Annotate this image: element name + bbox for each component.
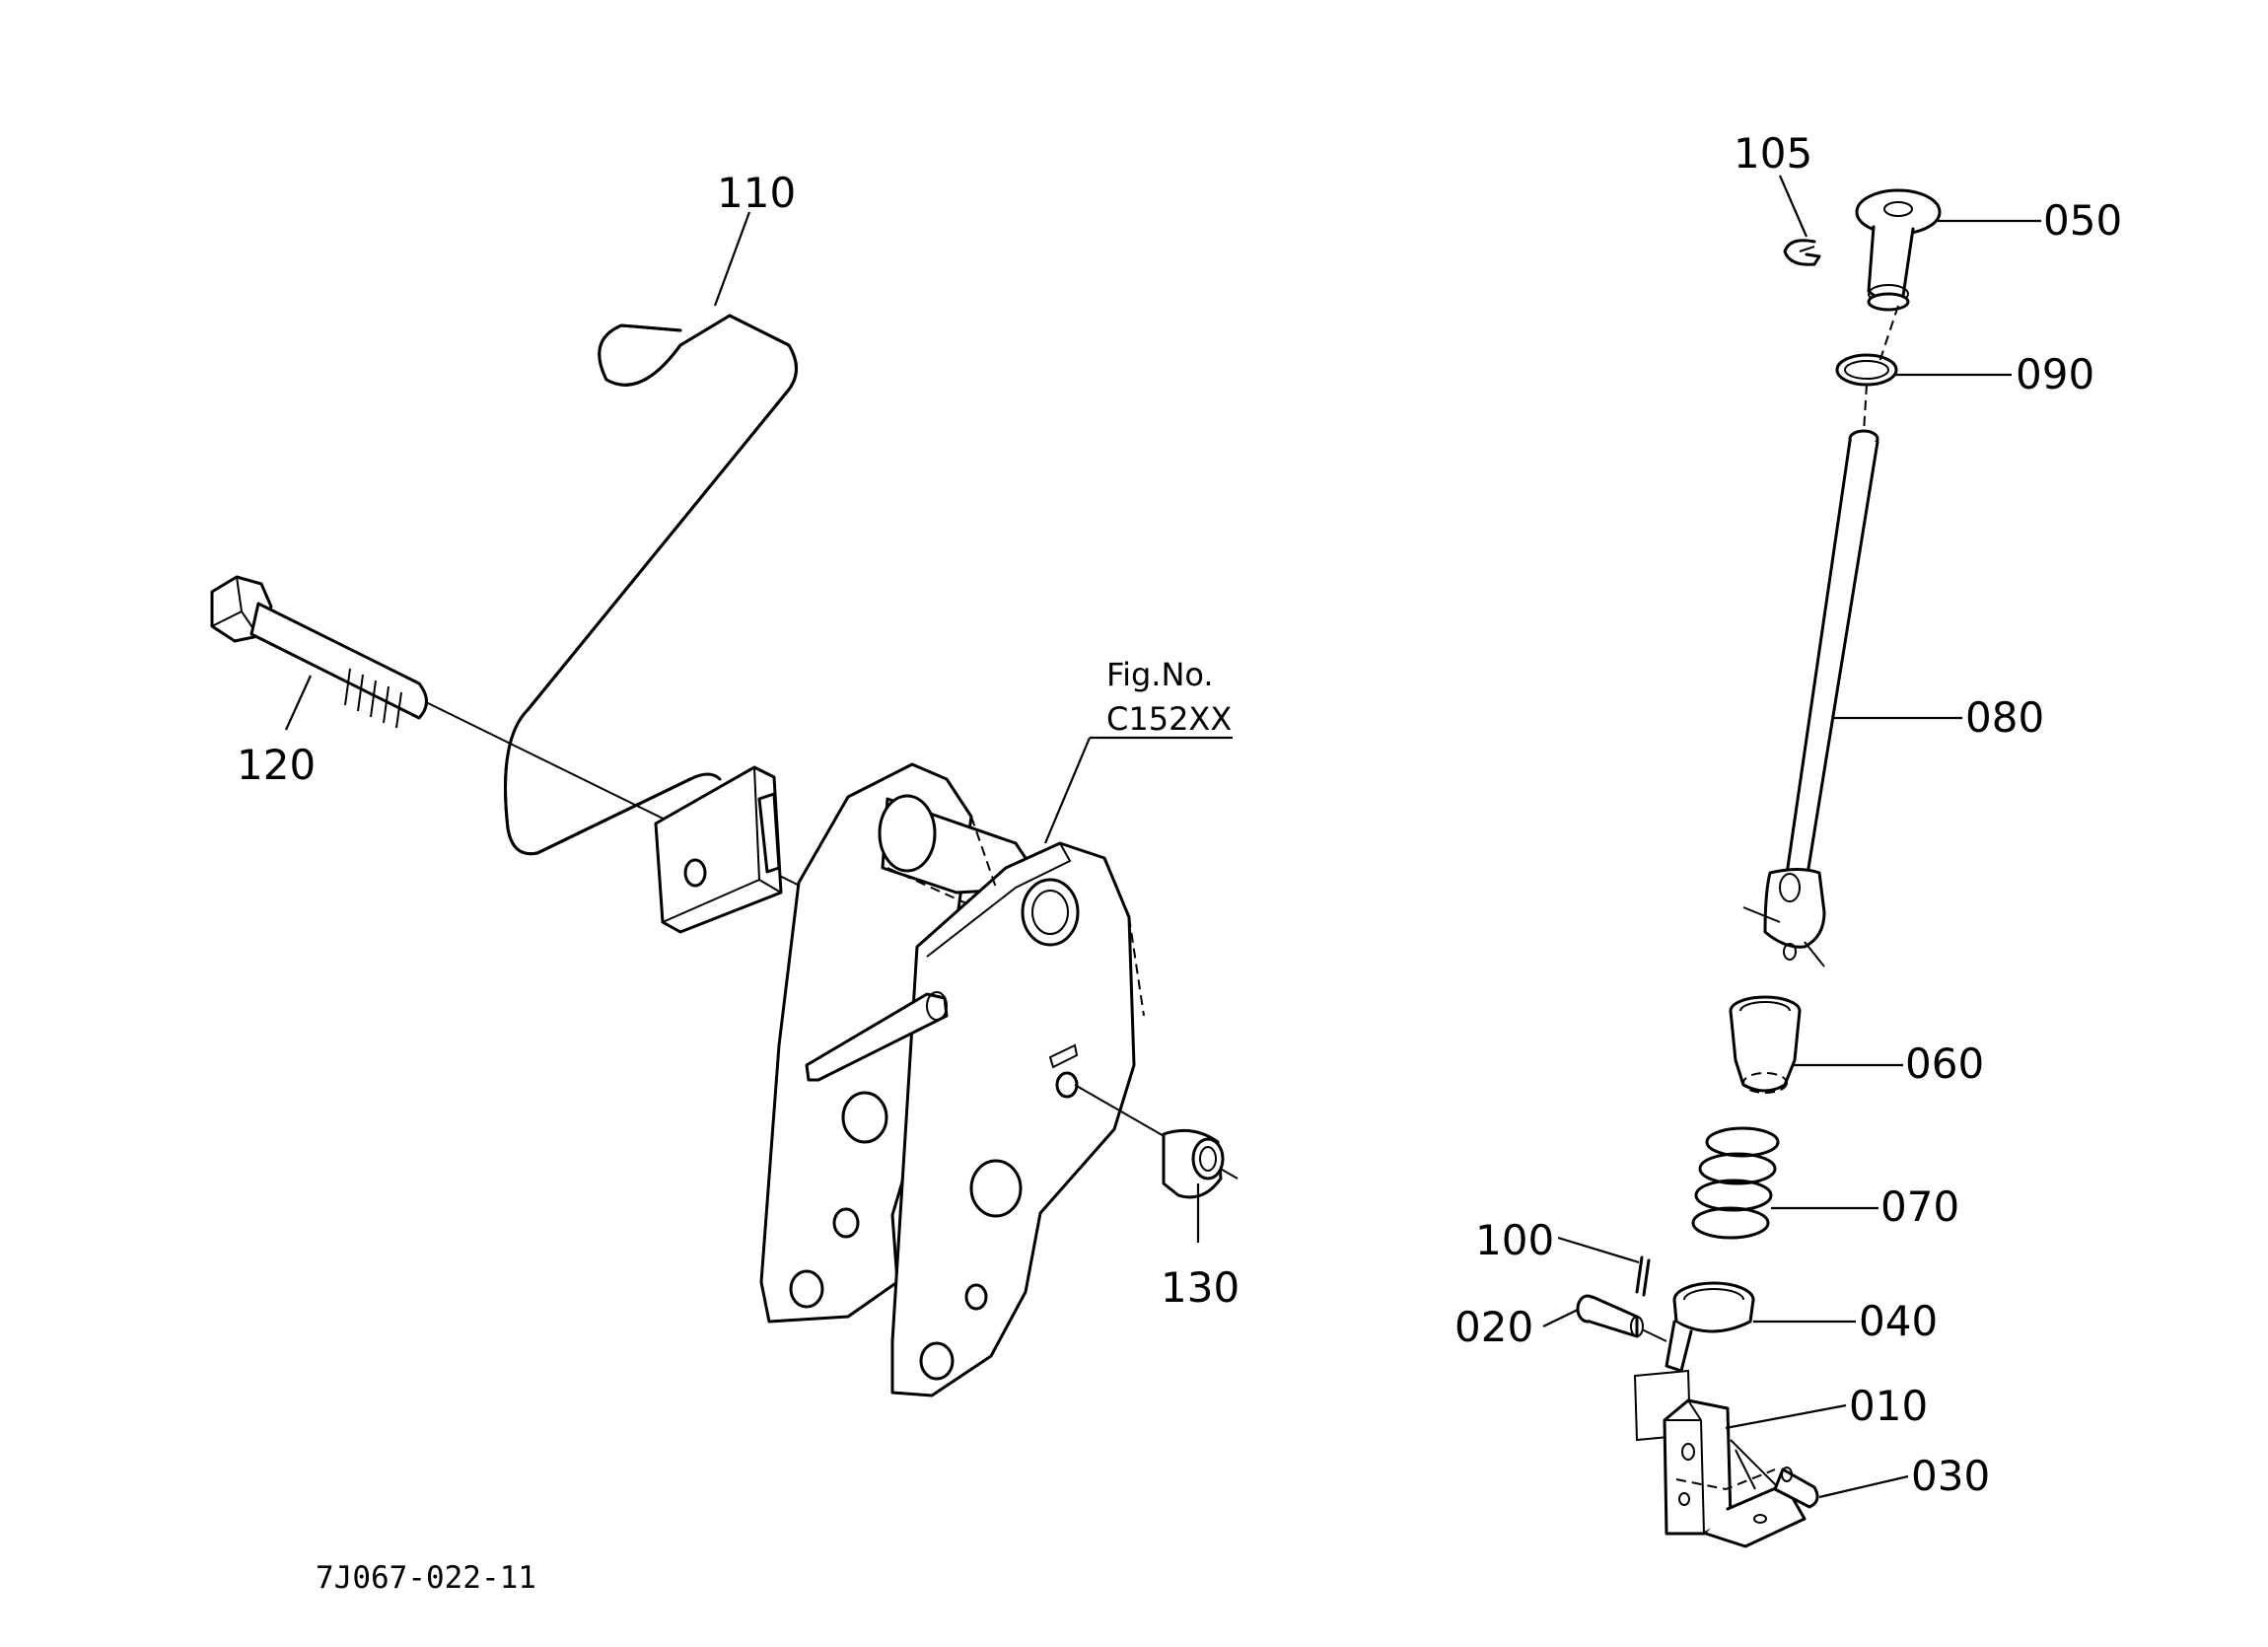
callout-040: 040 (1859, 1297, 1938, 1345)
part-040-collar (1665, 1281, 1755, 1373)
part-130-nut (1074, 1084, 1239, 1199)
part-050-pin (1855, 188, 1942, 312)
callout-120: 120 (237, 741, 316, 789)
part-105-clip (1783, 239, 1821, 266)
plate-bracket (654, 765, 783, 934)
main-bracket-frame (759, 762, 1145, 1397)
drawing-code: 7J067-022-11 (316, 1560, 536, 1596)
part-110-wire-rod (504, 314, 798, 856)
leader-lines (284, 175, 2041, 1499)
callout-105: 105 (1734, 129, 1812, 178)
callout-030: 030 (1911, 1452, 1990, 1500)
callout-090: 090 (2016, 350, 2094, 398)
callout-110: 110 (717, 169, 796, 217)
callout-130: 130 (1161, 1263, 1240, 1312)
part-020-pin (1576, 1294, 1667, 1342)
part-030-pin (1773, 1467, 1819, 1509)
part-080-rod (1742, 429, 1879, 967)
callout-020: 020 (1454, 1303, 1533, 1351)
callout-050: 050 (2043, 196, 2122, 245)
callout-060: 060 (1905, 1039, 1984, 1088)
part-070-spring (1691, 1126, 1780, 1240)
callout-100: 100 (1475, 1216, 1554, 1264)
part-060-bushing (1729, 995, 1802, 1094)
callout-080: 080 (1965, 693, 2044, 742)
part-120-bolt (210, 575, 805, 889)
figure-ref-line2: C152XX (1106, 700, 1232, 738)
figure-ref-line1: Fig.No. (1106, 656, 1214, 693)
callout-070: 070 (1880, 1182, 1959, 1231)
part-090-ring (1835, 353, 1898, 387)
part-010-base-bracket (1633, 1369, 1807, 1548)
callout-010: 010 (1849, 1382, 1928, 1430)
part-100-cotter-pin (1635, 1255, 1651, 1297)
